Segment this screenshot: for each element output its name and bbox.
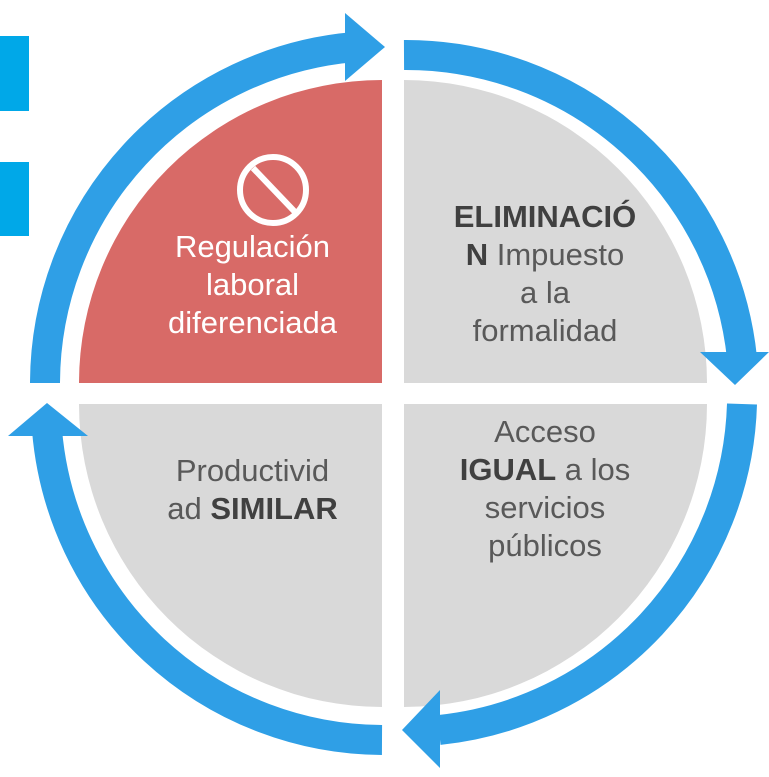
quadrant-text-bottom-right: Acceso IGUAL a los servicios públicos bbox=[415, 413, 675, 565]
quadrant-top-left-line-1: Regulación bbox=[174, 229, 331, 264]
cycle-arrowhead-left bbox=[8, 403, 88, 436]
quadrant-bottom-left-strong: SIMILAR bbox=[210, 491, 338, 526]
quadrant-bottom-left bbox=[79, 404, 382, 707]
quadrant-top-right-strong-2: N bbox=[465, 237, 489, 272]
cycle-arrowhead-bottom bbox=[402, 690, 440, 768]
cycle-arc-bottom-right bbox=[437, 403, 757, 745]
quadrant-bottom-right-rest: a los bbox=[556, 452, 631, 487]
quadrant-bottom-left-line-2-prefix: ad bbox=[167, 491, 211, 526]
side-accent-bar-bottom bbox=[0, 162, 29, 236]
cycle-arc-top-right bbox=[403, 39, 757, 360]
quadrant-top-left-line-2: laboral bbox=[205, 267, 300, 302]
quadrant-bottom-right-line-3: servicios bbox=[484, 490, 606, 525]
quadrant-top-right bbox=[404, 80, 707, 383]
quadrant-bottom-left-line-1: Productivid bbox=[175, 453, 330, 488]
quadrant-bottom-right-line-4: públicos bbox=[488, 528, 602, 563]
quadrant-bottom-right-strong: IGUAL bbox=[459, 452, 557, 487]
cycle-arrowhead-right bbox=[700, 352, 769, 385]
cycle-arc-bottom-left bbox=[32, 428, 383, 755]
quadrant-top-right-line-4: formalidad bbox=[472, 313, 618, 348]
quadrant-text-top-left: Regulación laboral diferenciada bbox=[140, 228, 365, 342]
quadrant-text-top-right: ELIMINACIÓ N Impuesto a la formalidad bbox=[415, 198, 675, 350]
quadrant-top-left-line-3: diferenciada bbox=[168, 305, 337, 340]
cycle-arc-top-left bbox=[30, 32, 357, 384]
cycle-arrowhead-top bbox=[345, 13, 385, 81]
quadrant-top-right-rest: Impuesto bbox=[488, 237, 625, 272]
side-accent-bar-top bbox=[0, 36, 29, 111]
quadrant-top-right-line-3: a la bbox=[520, 275, 570, 310]
quadrant-top-left bbox=[79, 80, 382, 383]
quadrant-top-right-strong: ELIMINACIÓ bbox=[453, 199, 637, 234]
quadrant-bottom-right-line-1: Acceso bbox=[494, 414, 596, 449]
no-entry-icon bbox=[237, 154, 309, 226]
quadrant-bottom-right bbox=[404, 404, 707, 707]
quadrant-text-bottom-left: Productivid ad SIMILAR bbox=[140, 452, 365, 528]
